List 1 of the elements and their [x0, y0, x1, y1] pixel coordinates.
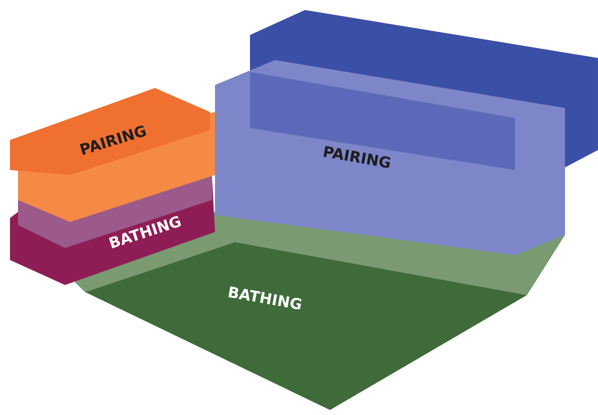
block-drawing: PAIRING [215, 10, 598, 255]
